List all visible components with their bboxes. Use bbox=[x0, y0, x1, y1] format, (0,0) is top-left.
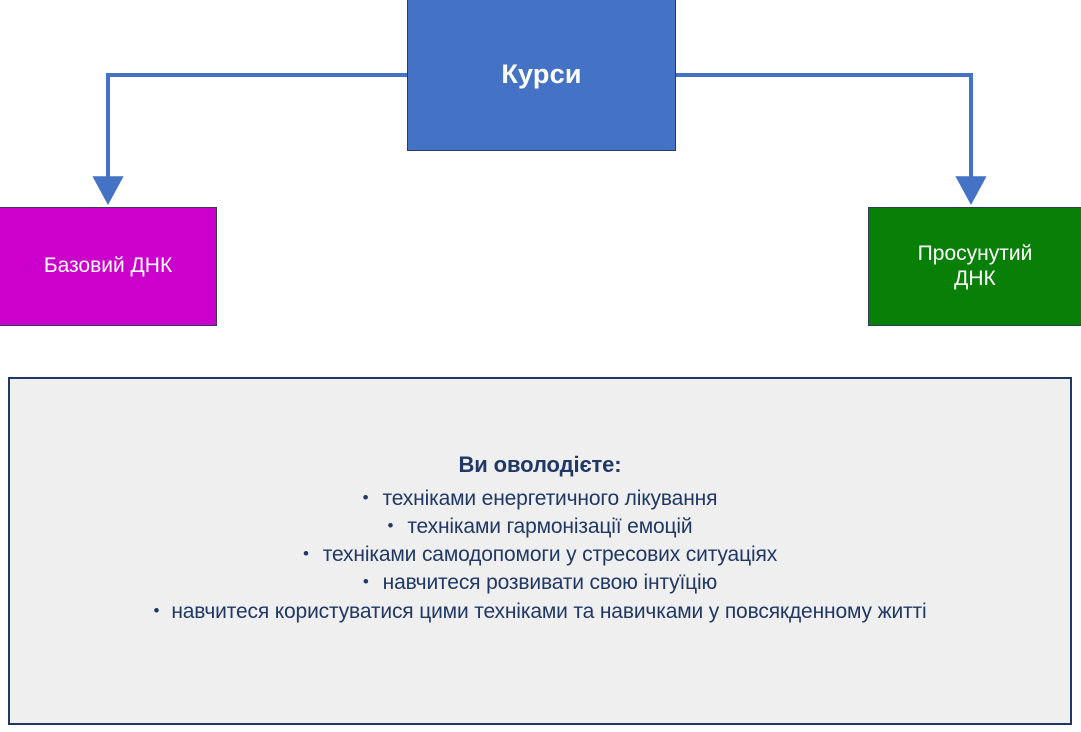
bullet-dot-icon: • bbox=[362, 488, 369, 507]
list-item: • технiками самодопомоги у стресових ситу… bbox=[10, 541, 1070, 569]
bullet-dot-icon: • bbox=[302, 544, 309, 564]
node-prosunutyi-dnk[interactable]: Просунутий ДНК bbox=[868, 207, 1081, 326]
bullet-dot-icon: • bbox=[362, 572, 369, 592]
node-kursy-label: Курси bbox=[501, 59, 582, 90]
list-item: • навчитеся розвивати свою інтуїцію bbox=[10, 569, 1070, 597]
info-panel: Ви оволодієте: • технiками енергетичного … bbox=[8, 377, 1072, 725]
list-item-label: технiками енергетичного лікування bbox=[382, 487, 718, 510]
list-item-label: технiками гармонізації емоцій bbox=[407, 515, 693, 539]
connector-root-to-advanced bbox=[676, 73, 987, 205]
list-item: • технiками енергетичного лікування bbox=[10, 485, 1070, 513]
list-item-label: навчитеся користуватися цими технiками т… bbox=[171, 599, 927, 623]
list-item-label: навчитеся розвивати свою інтуїцію bbox=[382, 571, 718, 595]
benefits-list: • технiками енергетичного лікування • техн… bbox=[10, 485, 1070, 626]
node-prosunutyi-dnk-label: Просунутий ДНК bbox=[917, 241, 1033, 290]
node-kursy[interactable]: Курси bbox=[407, 0, 676, 151]
bullet-dot-icon: • bbox=[387, 516, 394, 536]
info-panel-heading: Ви оволодієте: bbox=[458, 452, 622, 477]
node-bazovyi-dnk[interactable]: Базовий ДНК bbox=[0, 207, 217, 326]
node-bazovyi-dnk-label: Базовий ДНК bbox=[43, 254, 173, 278]
connector-root-to-basic bbox=[92, 73, 407, 205]
bullet-dot-icon: • bbox=[153, 600, 160, 620]
list-item: • навчитеся користуватися цими технiками … bbox=[10, 598, 1070, 626]
info-panel-content: Ви оволодієте: • технiками енергетичного … bbox=[10, 452, 1070, 626]
list-item-label: технiками самодопомоги у стресових ситуа… bbox=[322, 543, 778, 567]
list-item: • технiками гармонізації емоцій bbox=[10, 513, 1070, 541]
